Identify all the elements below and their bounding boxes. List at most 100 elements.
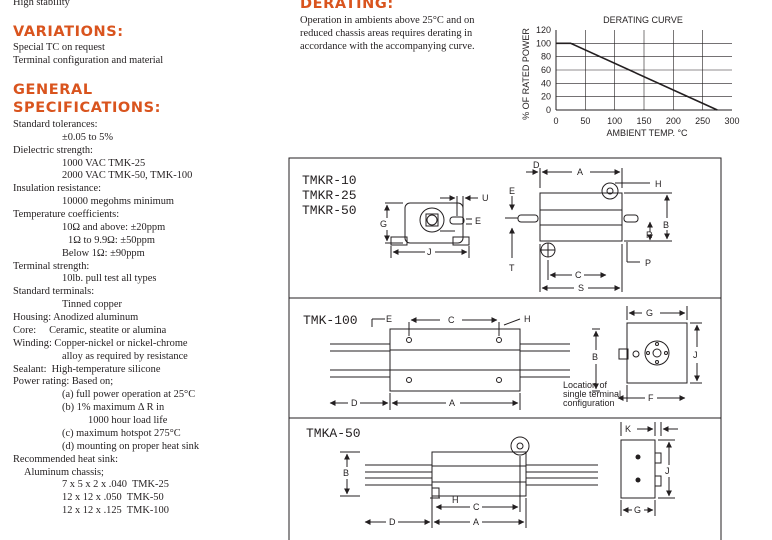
tmkr-side-view <box>505 168 672 292</box>
dim-a: A <box>577 167 583 177</box>
spec-line: (b) 1% maximum Δ R in <box>62 402 165 413</box>
dim-b-a50: B <box>343 468 349 478</box>
location-note-line-1: Location of <box>563 380 608 390</box>
general-heading: GENERAL <box>13 82 93 98</box>
dim-k-a50: K <box>625 424 631 434</box>
dim-b: B <box>663 220 669 230</box>
dim-a-a50: A <box>473 517 479 527</box>
dim-s: S <box>578 283 584 293</box>
dim-d-a50: D <box>389 517 396 527</box>
tmk100-name: TMK-100 <box>303 313 358 328</box>
top-line: High stability <box>13 0 70 8</box>
dim-t: T <box>509 263 515 273</box>
spec-line: 12 x 12 x .050 TMK-50 <box>62 492 164 503</box>
spec-line: 7 x 5 x 2 x .040 TMK-25 <box>62 479 169 490</box>
dim-e-100: E <box>386 314 392 324</box>
tmka50-end-view <box>620 422 678 516</box>
x-tick-label: 250 <box>695 116 710 126</box>
tmk100-side-view <box>329 317 600 410</box>
derating-line-2: reduced chassis areas requires derating … <box>300 28 473 39</box>
x-tick-label: 150 <box>636 116 651 126</box>
derating-line-3: accordance with the accompanying curve. <box>300 41 475 52</box>
tmkr-25-name: TMKR-25 <box>302 188 357 203</box>
dim-j-100: J <box>693 350 698 360</box>
y-tick-label: 120 <box>536 25 551 35</box>
dim-r: R <box>646 230 653 240</box>
location-note-line-3: configuration <box>563 398 615 408</box>
variations-line-2: Terminal configuration and material <box>13 55 164 66</box>
dim-g-100: G <box>646 308 653 318</box>
variations-line-1: Special TC on request <box>13 42 105 53</box>
spec-line: 2000 VAC TMK-50, TMK-100 <box>62 170 193 181</box>
variations-heading: VARIATIONS: <box>13 24 124 40</box>
spec-line: 12 x 12 x .125 TMK-100 <box>62 505 169 516</box>
dim-b-100: B <box>592 352 598 362</box>
dim-f-100: F <box>648 393 654 403</box>
spec-line: 10000 megohms minimum <box>62 196 174 207</box>
spec-line: 1000 VAC TMK-25 <box>62 158 146 169</box>
spec-line: Winding: Copper-nickel or nickel-chrome <box>13 338 188 349</box>
dim-c-100: C <box>448 315 455 325</box>
chart-ylabel: % OF RATED POWER <box>521 28 531 120</box>
dim-e-side: E <box>509 186 515 196</box>
x-tick-label: 300 <box>724 116 739 126</box>
derating-line-1: Operation in ambients above 25°C and on <box>300 15 475 26</box>
x-tick-label: 50 <box>580 116 590 126</box>
spec-line: Sealant: High-temperature silicone <box>13 364 161 375</box>
spec-line: alloy as required by resistance <box>62 351 188 362</box>
tmka50-frame <box>288 417 722 540</box>
y-tick-label: 100 <box>536 38 551 48</box>
tmkr-50-name: TMKR-50 <box>302 203 357 218</box>
chart-xlabel: AMBIENT TEMP. °C <box>606 128 688 138</box>
spec-line: Dielectric strength: <box>13 145 93 156</box>
spec-line: Housing: Anodized aluminum <box>13 312 139 323</box>
dim-a-100: A <box>449 398 455 408</box>
spec-line: Temperature coefficients: <box>13 209 120 220</box>
y-tick-label: 60 <box>541 65 551 75</box>
specifications-heading: SPECIFICATIONS: <box>13 100 162 116</box>
tmka50-side-view <box>340 436 598 528</box>
chart-title: DERATING CURVE <box>603 15 683 25</box>
dim-p: P <box>645 258 651 268</box>
y-tick-label: 80 <box>541 52 551 62</box>
dim-c: C <box>575 270 582 280</box>
tmka50-name: TMKA-50 <box>306 426 361 441</box>
dim-d-100: D <box>351 398 358 408</box>
y-tick-label: 20 <box>541 92 551 102</box>
spec-line: 10lb. pull test all types <box>62 273 157 284</box>
tmkr-front-view <box>384 195 478 258</box>
spec-line: 1Ω to 9.9Ω: ±50ppm <box>68 235 155 246</box>
spec-line: Recommended heat sink: <box>13 454 119 465</box>
spec-line: 10Ω and above: ±20ppm <box>62 222 166 233</box>
spec-line: (d) mounting on proper heat sink <box>62 441 200 452</box>
dim-u: U <box>482 193 489 203</box>
spec-line: Insulation resistance: <box>13 183 102 194</box>
x-tick-label: 0 <box>553 116 558 126</box>
spec-line: Standard tolerances: <box>13 119 98 130</box>
y-tick-label: 40 <box>541 78 551 88</box>
spec-line: Below 1Ω: ±90ppm <box>62 248 145 259</box>
dim-e: E <box>475 216 481 226</box>
dim-j: J <box>427 247 432 257</box>
spec-line: (a) full power operation at 25°C <box>62 389 196 400</box>
spec-line: (c) maximum hotspot 275°C <box>62 428 181 439</box>
x-tick-label: 200 <box>666 116 681 126</box>
derating-heading: DERATING: <box>300 0 394 12</box>
dim-g: G <box>380 219 387 229</box>
spec-line: Standard terminals: <box>13 286 95 297</box>
derating-curve-line <box>556 42 718 111</box>
spec-line: Aluminum chassis; <box>24 467 104 478</box>
spec-line: 1000 hour load life <box>88 415 168 426</box>
tmka50-end-holes <box>635 454 641 483</box>
dim-h-a50: H <box>452 495 459 505</box>
y-tick-label: 0 <box>546 105 551 115</box>
spec-line: Tinned copper <box>62 299 122 310</box>
location-note-line-2: single terminal <box>563 389 621 399</box>
dim-h: H <box>655 179 662 189</box>
spec-line: Terminal strength: <box>13 261 90 272</box>
spec-line: ±0.05 to 5% <box>62 132 114 143</box>
spec-line: Power rating: Based on; <box>13 376 114 387</box>
dim-c-a50: C <box>473 502 480 512</box>
